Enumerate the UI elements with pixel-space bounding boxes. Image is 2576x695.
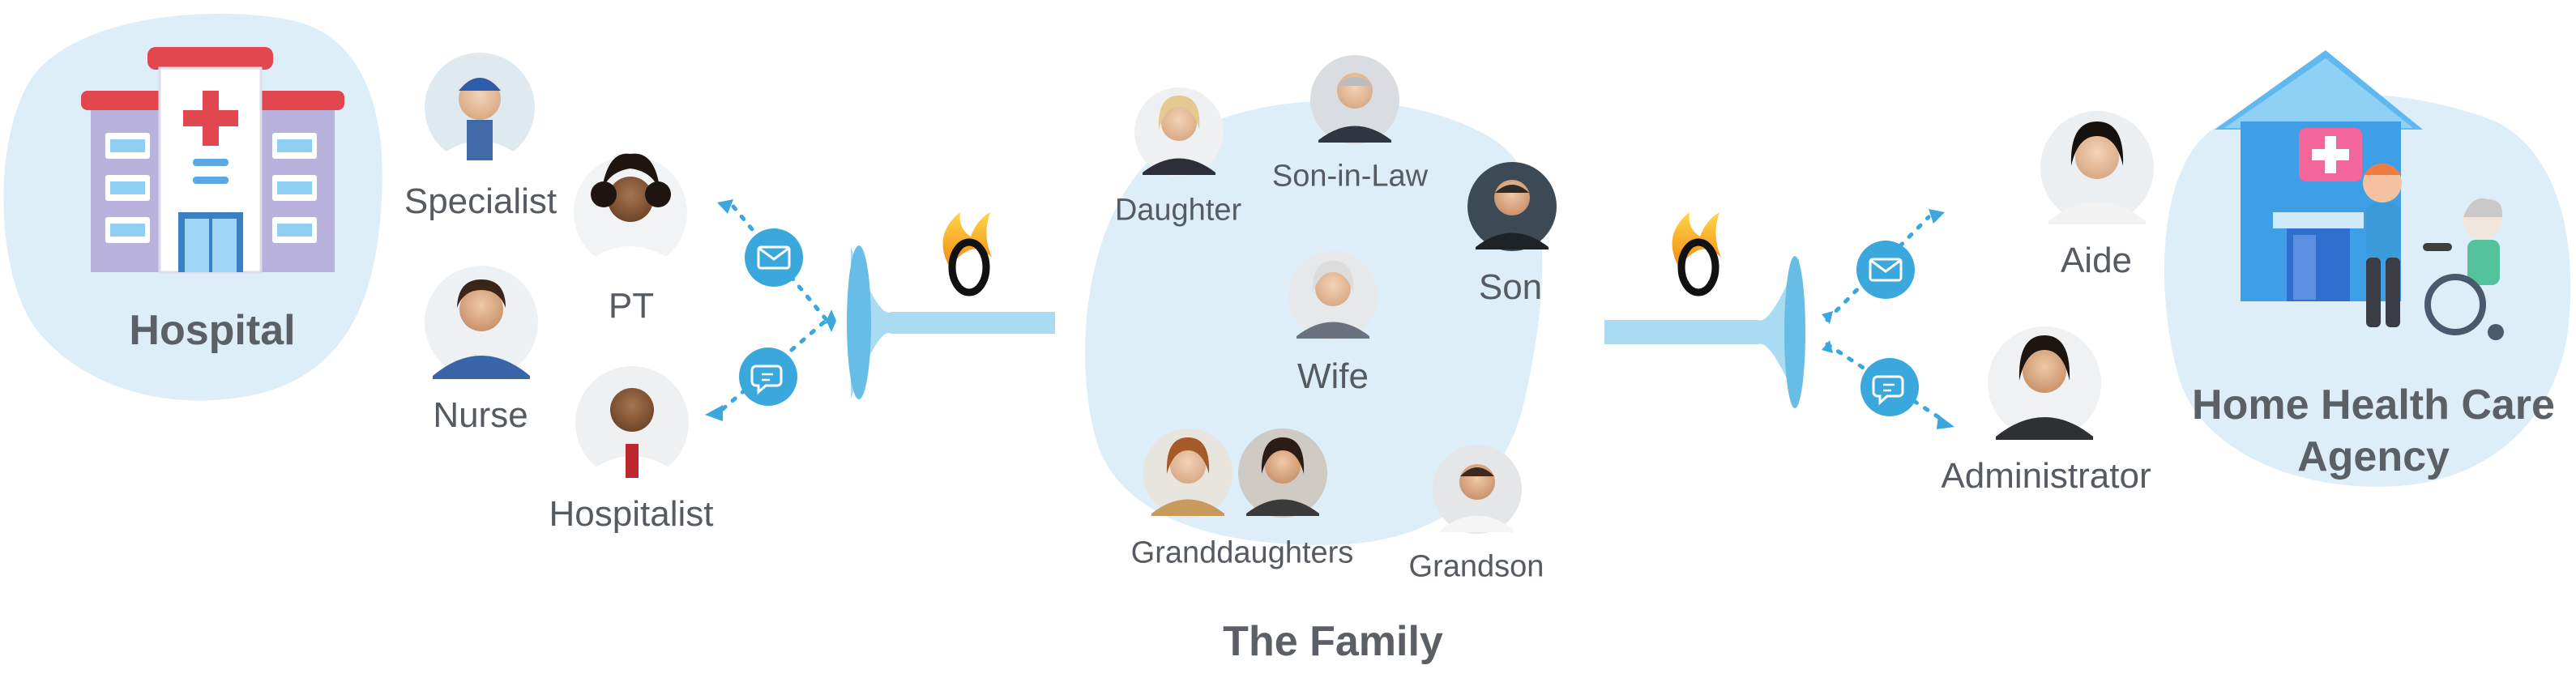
wife-label: Wife bbox=[1297, 356, 1369, 396]
chat-icon-left bbox=[739, 348, 797, 406]
son-in-law-avatar bbox=[1310, 55, 1399, 144]
nurse-label: Nurse bbox=[433, 395, 528, 435]
home-health-house-icon bbox=[2215, 50, 2504, 340]
flame-logo-icon-right bbox=[1672, 212, 1721, 296]
hospital-building-icon bbox=[81, 47, 344, 274]
nurse-avatar bbox=[425, 266, 538, 379]
grandson-label: Grandson bbox=[1408, 549, 1544, 584]
chat-icon-right bbox=[1860, 358, 1919, 416]
aide-avatar bbox=[2040, 111, 2154, 224]
administrator-avatar bbox=[1988, 326, 2101, 440]
granddaughters-label: Granddaughters bbox=[1130, 535, 1354, 570]
family-title: The Family bbox=[1223, 618, 1443, 665]
funnel-icon-left bbox=[847, 245, 1055, 399]
granddaughter-2-avatar bbox=[1238, 429, 1327, 518]
son-in-law-label: Son-in-Law bbox=[1271, 159, 1429, 194]
connector-arrows-left-heads bbox=[705, 199, 836, 421]
specialist-avatar bbox=[425, 53, 535, 163]
connector-arrows-right-heads bbox=[1822, 209, 1954, 429]
pt-label: PT bbox=[608, 286, 655, 326]
daughter-label: Daughter bbox=[1114, 193, 1242, 228]
aide-label: Aide bbox=[2060, 241, 2133, 280]
connector-arrows-right bbox=[1825, 215, 1947, 424]
administrator-label: Administrator bbox=[1941, 456, 2151, 496]
email-icon-right bbox=[1856, 241, 1915, 299]
funnel-icon-right bbox=[1604, 256, 1805, 408]
hospitalist-label: Hospitalist bbox=[549, 494, 714, 534]
hospital-title: Hospital bbox=[129, 307, 296, 354]
granddaughter-1-avatar bbox=[1143, 429, 1232, 518]
son-avatar bbox=[1467, 162, 1557, 251]
flame-logo-icon-left bbox=[942, 212, 992, 296]
email-icon-left bbox=[745, 228, 803, 287]
son-label: Son bbox=[1478, 267, 1543, 307]
specialist-label: Specialist bbox=[404, 181, 557, 221]
pt-avatar bbox=[574, 153, 687, 269]
hospitalist-avatar bbox=[575, 366, 689, 480]
daughter-avatar bbox=[1134, 87, 1224, 177]
grandson-avatar bbox=[1433, 445, 1522, 534]
agency-title: Home Health Care Agency bbox=[2192, 382, 2555, 480]
wife-avatar bbox=[1288, 251, 1378, 340]
